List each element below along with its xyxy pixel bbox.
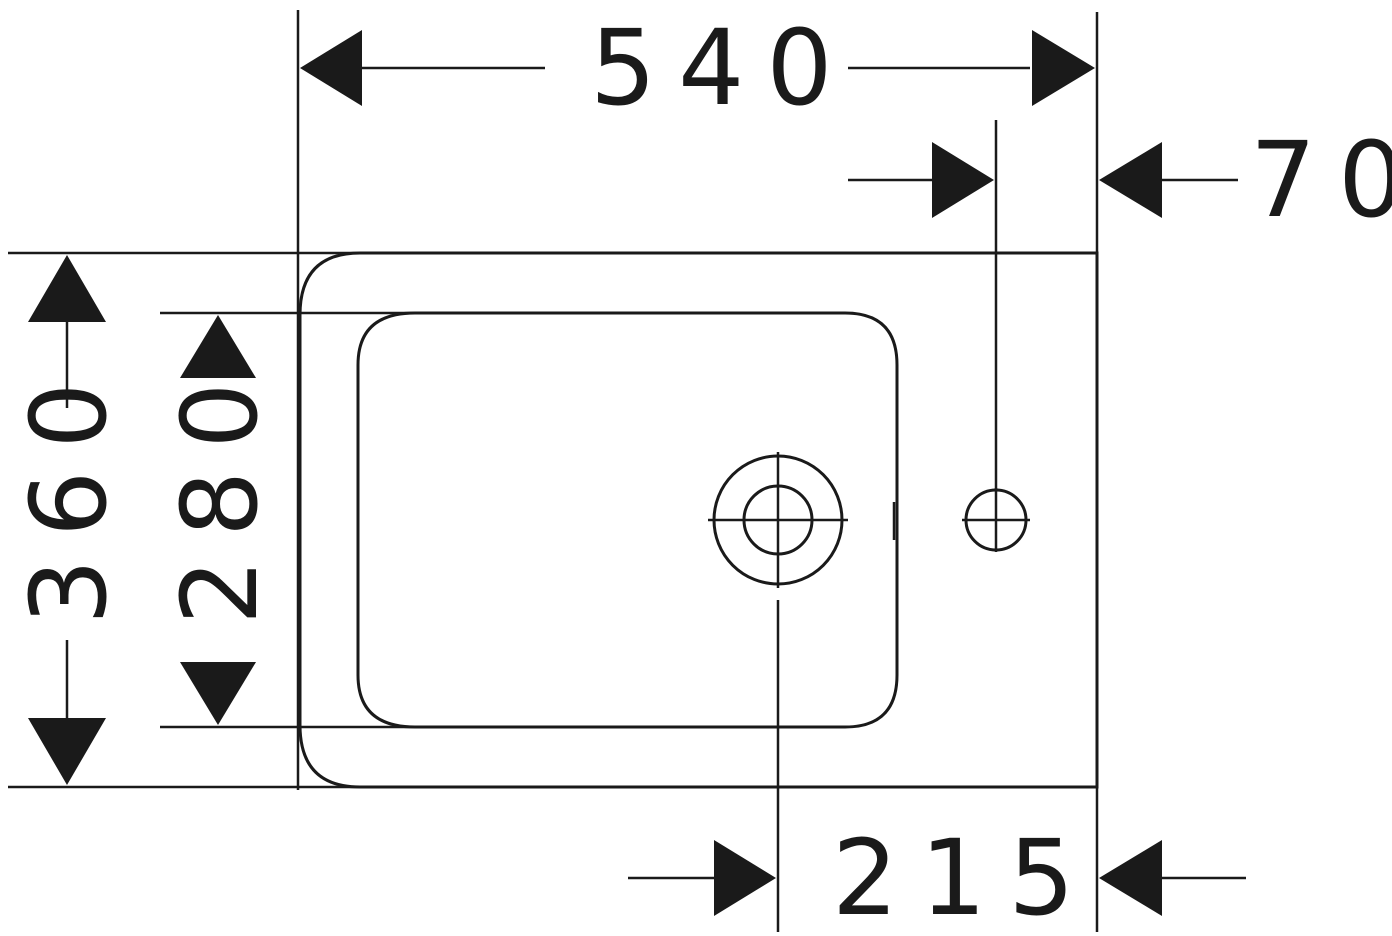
dimension-tap-offset: 70 [848, 119, 1392, 241]
arrowhead-left [300, 30, 362, 106]
dimension-bowl-depth: 280 [159, 315, 281, 725]
tap-offset-label: 70 [1250, 119, 1392, 241]
arrowhead-left [1099, 142, 1162, 218]
drain-offset-label: 215 [832, 817, 1097, 936]
overall-width-label: 540 [590, 7, 855, 129]
bowl-depth-label: 280 [159, 360, 281, 625]
arrowhead-down [28, 718, 106, 785]
dimension-overall-depth: 360 [8, 255, 130, 785]
arrowhead-right [714, 840, 776, 916]
dimension-overall-width: 540 [300, 7, 1095, 129]
overall-depth-label: 360 [8, 360, 130, 625]
arrowhead-up [28, 255, 106, 322]
bidet-body-outline [298, 251, 1099, 789]
arrowhead-down [180, 662, 256, 725]
dimension-drain-offset: 215 [628, 817, 1246, 936]
tap-hole-symbol [962, 488, 1030, 552]
arrowhead-left [1099, 840, 1162, 916]
extension-lines [8, 10, 1099, 932]
bowl-inner-outline [356, 311, 899, 729]
arrowhead-right [1032, 30, 1095, 106]
arrowhead-right [932, 142, 994, 218]
arrowhead-up [180, 315, 256, 378]
drain-symbol [708, 452, 848, 588]
